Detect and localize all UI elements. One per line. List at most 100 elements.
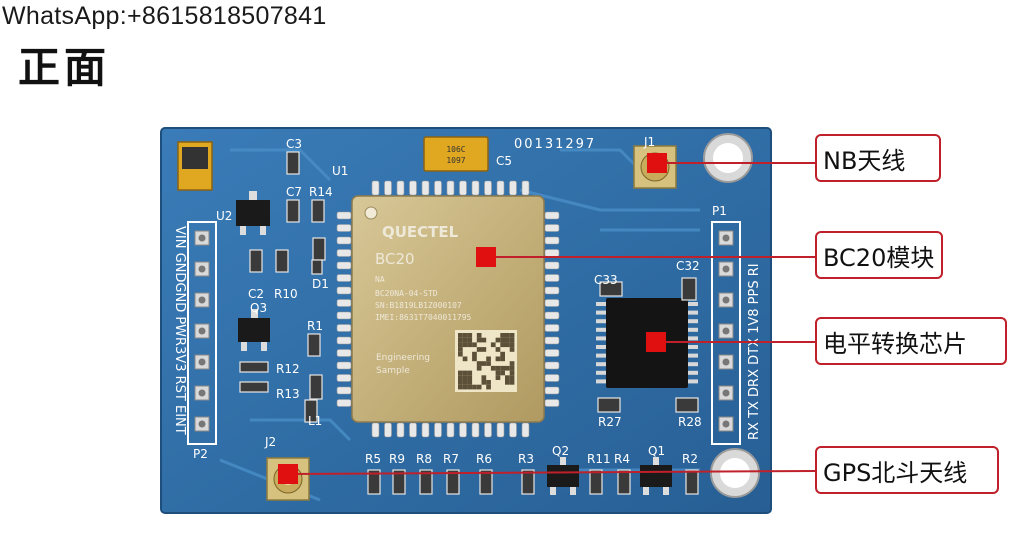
module-model: BC20 [375,250,415,268]
qr-module [472,342,477,348]
qr-module [467,370,473,376]
header-hole [198,327,206,335]
header-hole [722,265,730,273]
module-pad [544,224,560,232]
qr-module [495,337,501,343]
module-pad [459,422,467,438]
qr-module [509,347,515,352]
module-line-2: BC20NA-04-STD [375,289,438,298]
qr-module [481,337,487,343]
qr-module [458,384,463,390]
qr-module [476,333,482,338]
module-pad [336,324,352,332]
chip-pin [686,310,698,315]
module-pad [434,180,442,196]
qr-module [495,370,501,376]
silk-j2: J2 [264,435,276,449]
module-pad [496,180,505,196]
qr-module [509,337,515,343]
smd-part [419,469,433,495]
qr-module [490,342,496,348]
qr-module [467,337,473,343]
silk-c33: C33 [594,273,618,287]
qr-module [505,380,510,385]
qr-module [462,384,468,390]
module-pad [409,422,417,438]
qr-module [509,380,515,385]
smd-part [275,249,289,273]
silk-r11: R11 [587,452,611,466]
module-pad [544,274,560,282]
smd-part [311,199,325,223]
module-line-3: SN:B1819LB1Z000107 [375,301,462,310]
qr-module [476,337,482,343]
header-hole [722,234,730,242]
smd-part [392,469,406,495]
smd-part [675,397,699,413]
silk-r3: R3 [518,452,534,466]
silk-q3: Q3 [250,301,267,315]
module-pad [544,324,560,332]
chip-pin [596,336,608,341]
header-hole [198,420,206,428]
chip-pin [686,327,698,332]
qr-module [481,361,487,366]
cap-text-2: 1097 [446,156,465,165]
module-pad [336,386,352,395]
page-heading: 正面 [18,43,111,92]
qr-module [500,356,505,362]
qr-module [505,342,510,348]
callout-gps-antenna: GPS北斗天线 [815,446,999,494]
module-pad [396,422,405,438]
module-pad [544,211,560,220]
module-pad [409,180,417,196]
module-pad [336,336,352,345]
chip-pin [686,319,698,324]
chip-pin [596,310,608,315]
header-hole [722,420,730,428]
callout-level-shifter: 电平转换芯片 [815,317,1007,365]
module-pad [544,299,560,307]
qr-module [495,347,501,352]
module-pad [446,180,455,196]
silk-r27: R27 [598,415,622,429]
module-pad [471,180,480,196]
module-pad [434,422,442,438]
silk-r28: R28 [678,415,702,429]
qr-module [462,342,468,348]
header-p1 [711,221,741,445]
tantalum-cap-left [177,141,213,191]
qr-module [500,370,505,376]
silk-c2: C2 [248,287,264,301]
module-line-1: NA [375,275,385,284]
smd-part [312,237,326,261]
smd-part [617,469,631,495]
tantalum-cap-c5: 106C 1097 [423,136,489,172]
module-pad [544,236,560,245]
module-pad [336,261,352,270]
smd-part [286,151,300,175]
qr-module [486,380,491,385]
module-pad [336,236,352,245]
bc20-module: QUECTEL BC20 NA BC20NA-04-STD SN:B1819LB… [351,195,545,423]
qr-module [505,337,510,343]
silk-r8: R8 [416,452,432,466]
module-pad [496,422,505,438]
chip-pin [686,370,698,375]
silk-d1: D1 [312,277,329,291]
module-pad [544,261,560,270]
module-pad [371,422,380,438]
module-pad [521,180,530,196]
silk-u1: U1 [332,164,348,178]
silk-r9: R9 [389,452,405,466]
header-hole [198,389,206,397]
qr-module [472,356,477,362]
qr-module [509,370,515,376]
qr-module [458,380,463,385]
silk-c3: C3 [286,137,302,151]
callout-bc20-module: BC20模块 [815,231,943,279]
module-pad [509,422,517,438]
serial-number: 00131297 [514,137,596,152]
smd-part [597,397,621,413]
module-eng-1: Engineering [376,353,430,363]
